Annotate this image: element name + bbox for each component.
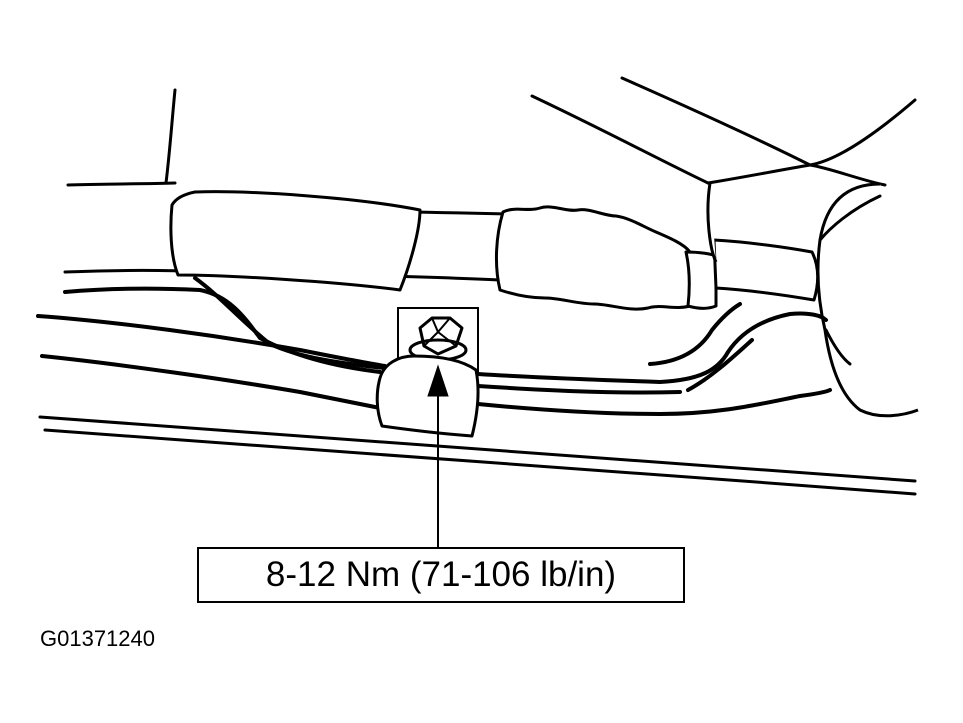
up-arrow-icon bbox=[427, 364, 449, 547]
torque-spec-label: 8-12 Nm (71-106 lb/in) bbox=[265, 555, 617, 594]
shaft bbox=[712, 238, 820, 302]
figure-id-label: G01371240 bbox=[40, 626, 155, 651]
tube-lines bbox=[36, 276, 832, 416]
left-boot bbox=[169, 190, 422, 292]
frame-rail bbox=[38, 415, 917, 496]
boot-collar bbox=[684, 250, 718, 310]
bolt-icon bbox=[408, 316, 468, 362]
center-boot bbox=[494, 205, 695, 311]
torque-callout-box: 8-12 Nm (71-106 lb/in) bbox=[197, 547, 685, 603]
right-housing bbox=[706, 182, 919, 418]
